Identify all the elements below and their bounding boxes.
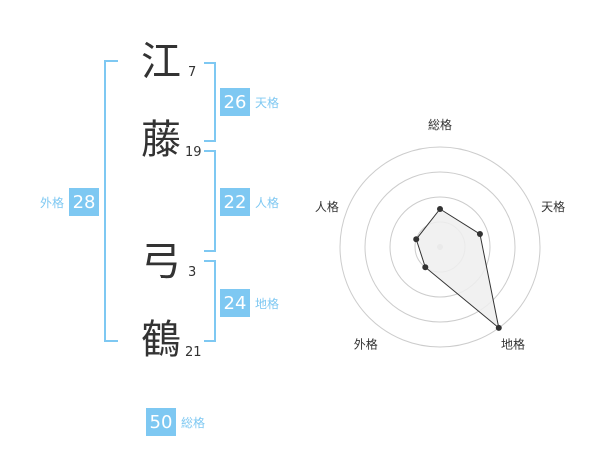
jinkaku-bracket (204, 150, 216, 252)
radar-point-2 (476, 231, 483, 238)
stroke-count-4: 21 (185, 345, 202, 360)
radar-axis-label-5: 人格 (315, 199, 339, 214)
name-char-2: 藤 (141, 117, 181, 163)
name-char-4: 鶴 (141, 317, 181, 363)
tenkaku-badge: 26 天格 (220, 88, 279, 116)
soukaku-label: 総格 (181, 415, 206, 430)
radar-axis-label-2: 天格 (541, 199, 565, 214)
radar-point-4 (422, 264, 429, 271)
tenkaku-label: 天格 (255, 95, 280, 110)
jinkaku-value: 22 (220, 188, 250, 216)
jinkaku-label: 人格 (255, 195, 280, 210)
tenkaku-value: 26 (220, 88, 250, 116)
chikaku-value: 24 (220, 289, 250, 317)
radar-point-5 (413, 236, 420, 243)
gaikaku-value: 28 (69, 188, 100, 216)
name-char-1: 江 (141, 39, 181, 85)
gaikaku-label: 外格 (40, 195, 65, 210)
tenkaku-bracket (204, 62, 216, 142)
stroke-count-2: 19 (185, 145, 202, 160)
radar-point-3 (495, 324, 502, 331)
chikaku-badge: 24 地格 (220, 289, 279, 317)
stroke-count-3: 3 (188, 265, 197, 280)
jinkaku-badge: 22 人格 (220, 188, 279, 216)
radar-ring-2 (389, 196, 491, 298)
stroke-count-1: 7 (188, 65, 197, 80)
soukaku-badge: 50 総格 (146, 408, 205, 436)
gaikaku-badge: 外格 28 (40, 188, 100, 216)
chikaku-label: 地格 (255, 296, 280, 311)
radar-axis-label-4: 外格 (354, 336, 378, 351)
radar-axis-label-1: 総格 (428, 117, 452, 132)
radar-ring-3 (364, 171, 516, 323)
radar-ring-4 (339, 146, 541, 348)
radar-axis-label-3: 地格 (501, 336, 525, 351)
chikaku-bracket (204, 260, 216, 342)
radar-point-1 (437, 206, 443, 212)
soukaku-value: 50 (146, 408, 176, 436)
gaikaku-bracket (104, 60, 118, 342)
name-char-3: 弓 (141, 239, 181, 285)
radar-area (415, 208, 500, 330)
